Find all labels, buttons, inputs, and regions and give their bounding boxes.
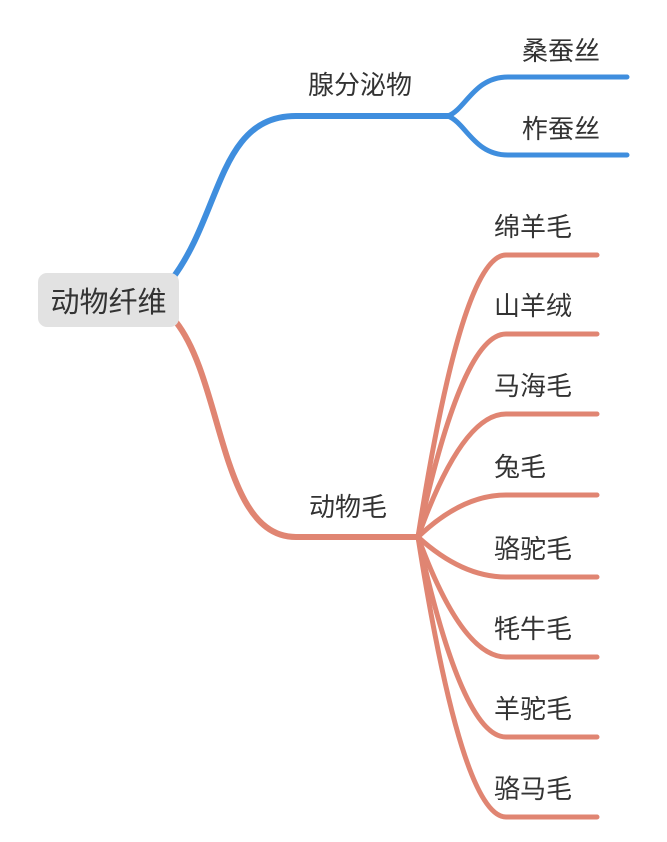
topic-camel-hair[interactable]: 骆驼毛 bbox=[494, 534, 573, 564]
topic-yak-hair[interactable]: 牦牛毛 bbox=[494, 614, 573, 644]
topic-sheep-wool[interactable]: 绵羊毛 bbox=[494, 212, 573, 242]
topic-llama-hair[interactable]: 骆马毛 bbox=[494, 774, 573, 804]
topic-rabbit-hair[interactable]: 兔毛 bbox=[494, 452, 547, 482]
branch-line-gland-to-silk-1 bbox=[445, 113, 630, 158]
root-node-label: 动物纤维 bbox=[50, 287, 167, 319]
topic-animal-hair[interactable]: 动物毛 bbox=[309, 492, 388, 522]
branch-line-hair-to-child-3 bbox=[415, 492, 600, 540]
branch-line-hair-to-child-0 bbox=[415, 252, 600, 540]
branch-line-hair-to-child-5 bbox=[415, 534, 600, 660]
branch-line-hair-to-child-7 bbox=[415, 534, 600, 820]
topic-tussah-silk[interactable]: 柞蚕丝 bbox=[522, 114, 601, 144]
branch-line-root-to-gland bbox=[169, 113, 451, 282]
branch-line-hair-to-child-4 bbox=[415, 534, 600, 580]
topic-cashmere[interactable]: 山羊绒 bbox=[494, 291, 573, 321]
topic-alpaca-hair[interactable]: 羊驼毛 bbox=[494, 694, 573, 724]
branch-line-hair-to-child-1 bbox=[415, 331, 600, 540]
topic-mohair[interactable]: 马海毛 bbox=[494, 371, 573, 401]
branch-line-hair-to-child-6 bbox=[415, 534, 600, 740]
branch-line-root-to-hair bbox=[173, 319, 421, 540]
branch-line-gland-to-silk-0 bbox=[445, 74, 630, 119]
branch-line-hair-to-child-2 bbox=[415, 411, 600, 540]
root-node[interactable]: 动物纤维 bbox=[38, 273, 179, 327]
topic-gland-secretion[interactable]: 腺分泌物 bbox=[308, 70, 413, 100]
topic-mulberry-silk[interactable]: 桑蚕丝 bbox=[522, 36, 601, 66]
